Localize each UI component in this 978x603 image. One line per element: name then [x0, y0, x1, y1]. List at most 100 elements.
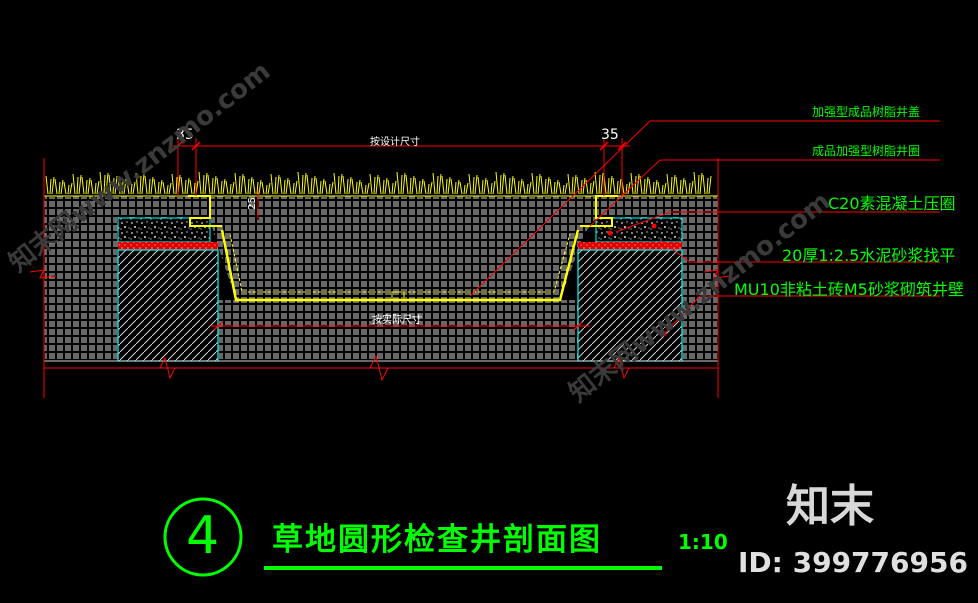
grass-blade	[198, 171, 208, 195]
leader-dot-3	[651, 223, 657, 229]
drawing-scale: 1:10	[678, 530, 728, 554]
brick-center	[210, 196, 596, 300]
grass-blade	[603, 174, 613, 195]
grass-blade	[72, 173, 82, 195]
grass-blade	[567, 173, 577, 195]
dim-tick-6	[573, 321, 583, 331]
title-number-circle	[163, 497, 243, 577]
bottom-break-symbol	[369, 354, 389, 382]
bottom-break-symbol-right	[613, 356, 630, 380]
dim-tick-5	[213, 321, 223, 331]
grass-blade	[81, 176, 91, 195]
grass-blade	[333, 172, 343, 195]
grass	[45, 171, 712, 195]
brick-top-right	[596, 196, 682, 218]
grass-blade	[513, 177, 523, 195]
grass-blade	[648, 178, 658, 195]
grass-blade	[270, 173, 280, 195]
grass-blade	[468, 173, 478, 195]
grass-blade	[495, 171, 505, 195]
title-number: 4	[186, 506, 220, 566]
bottom-break-symbol-left	[159, 356, 176, 380]
leader-5	[663, 295, 940, 335]
grass-blade	[63, 181, 73, 195]
grass-blade	[405, 174, 415, 195]
leader-dot-5	[661, 331, 667, 337]
callout-ring: 成品加强型树脂井圈	[812, 144, 921, 158]
leader-1	[469, 120, 940, 297]
grass-blade	[594, 171, 604, 195]
mortar-layer-right	[578, 242, 682, 250]
grass-blade	[522, 180, 532, 195]
leader-dot-2	[607, 230, 613, 236]
dim-tick-3	[599, 141, 609, 151]
grass-blade	[630, 172, 640, 195]
grass-blade	[234, 172, 244, 195]
drawing-title: 草地圆形检查井剖面图	[272, 522, 602, 558]
grass-blade	[351, 178, 361, 195]
grass-blade	[216, 177, 226, 195]
grass-blade	[144, 175, 154, 195]
grass-blade	[387, 179, 397, 195]
grass-blade	[126, 180, 136, 195]
grass-blade	[162, 181, 172, 195]
callout-cover: 加强型成品树脂井盖	[812, 105, 921, 119]
dim-tick-1	[173, 141, 183, 151]
side-break-right-symbol	[703, 269, 731, 279]
grass-blade	[99, 171, 109, 195]
dim-tick-2	[191, 141, 201, 151]
leader-3	[615, 211, 940, 233]
grass-blade	[540, 175, 550, 195]
concrete-collar-left	[117, 217, 211, 243]
grass-blade	[693, 171, 703, 195]
dim-small-mark: 25	[246, 197, 258, 210]
grass-blade	[90, 179, 100, 195]
grass-blade	[117, 177, 127, 195]
side-break-left-symbol	[29, 269, 57, 279]
grass-blade	[180, 176, 190, 195]
grass-blade	[207, 174, 217, 195]
well-wall-right	[577, 249, 683, 362]
grass-blade	[639, 175, 649, 195]
brick-below	[218, 300, 578, 361]
grass-blade	[684, 179, 694, 195]
grass-blade	[279, 176, 289, 195]
grass-blade	[612, 177, 622, 195]
grass-blade	[666, 173, 676, 195]
grass-blade	[450, 178, 460, 195]
grass-blade	[504, 174, 514, 195]
grass-blade	[441, 175, 451, 195]
leader-2	[589, 159, 940, 227]
grass-blade	[252, 178, 262, 195]
grass-blade	[558, 181, 568, 195]
brand-logo: 知末	[786, 481, 874, 532]
well-wall-left	[117, 249, 219, 362]
grass-blade	[153, 178, 163, 195]
callout-collar: C20素混凝土压圈	[828, 194, 956, 213]
grass-blade	[477, 176, 487, 195]
grass-blade	[396, 171, 406, 195]
dim-tick-4	[617, 141, 627, 151]
dim-right-lip: 35	[601, 127, 619, 143]
grass-blade	[414, 177, 424, 195]
grass-blade	[243, 175, 253, 195]
grass-blade	[288, 179, 298, 195]
grass-blade	[378, 176, 388, 195]
grass-blade	[315, 177, 325, 195]
mortar-layer-left	[118, 242, 218, 250]
grass-blade	[657, 181, 667, 195]
soil-left	[44, 196, 118, 361]
callout-wall: MU10非粘土砖M5砂浆砌筑井壁	[734, 280, 964, 299]
grass-blade	[432, 172, 442, 195]
grass-blade	[549, 178, 559, 195]
grass-blade	[324, 180, 334, 195]
grass-blade	[531, 172, 541, 195]
dim-design-size: 按设计尺寸	[370, 137, 420, 148]
soil-right	[682, 196, 718, 361]
grass-blade	[54, 178, 64, 195]
grass-blade	[261, 181, 271, 195]
grass-blade	[702, 174, 712, 195]
grass-blade	[135, 172, 145, 195]
leader-4	[659, 239, 940, 263]
